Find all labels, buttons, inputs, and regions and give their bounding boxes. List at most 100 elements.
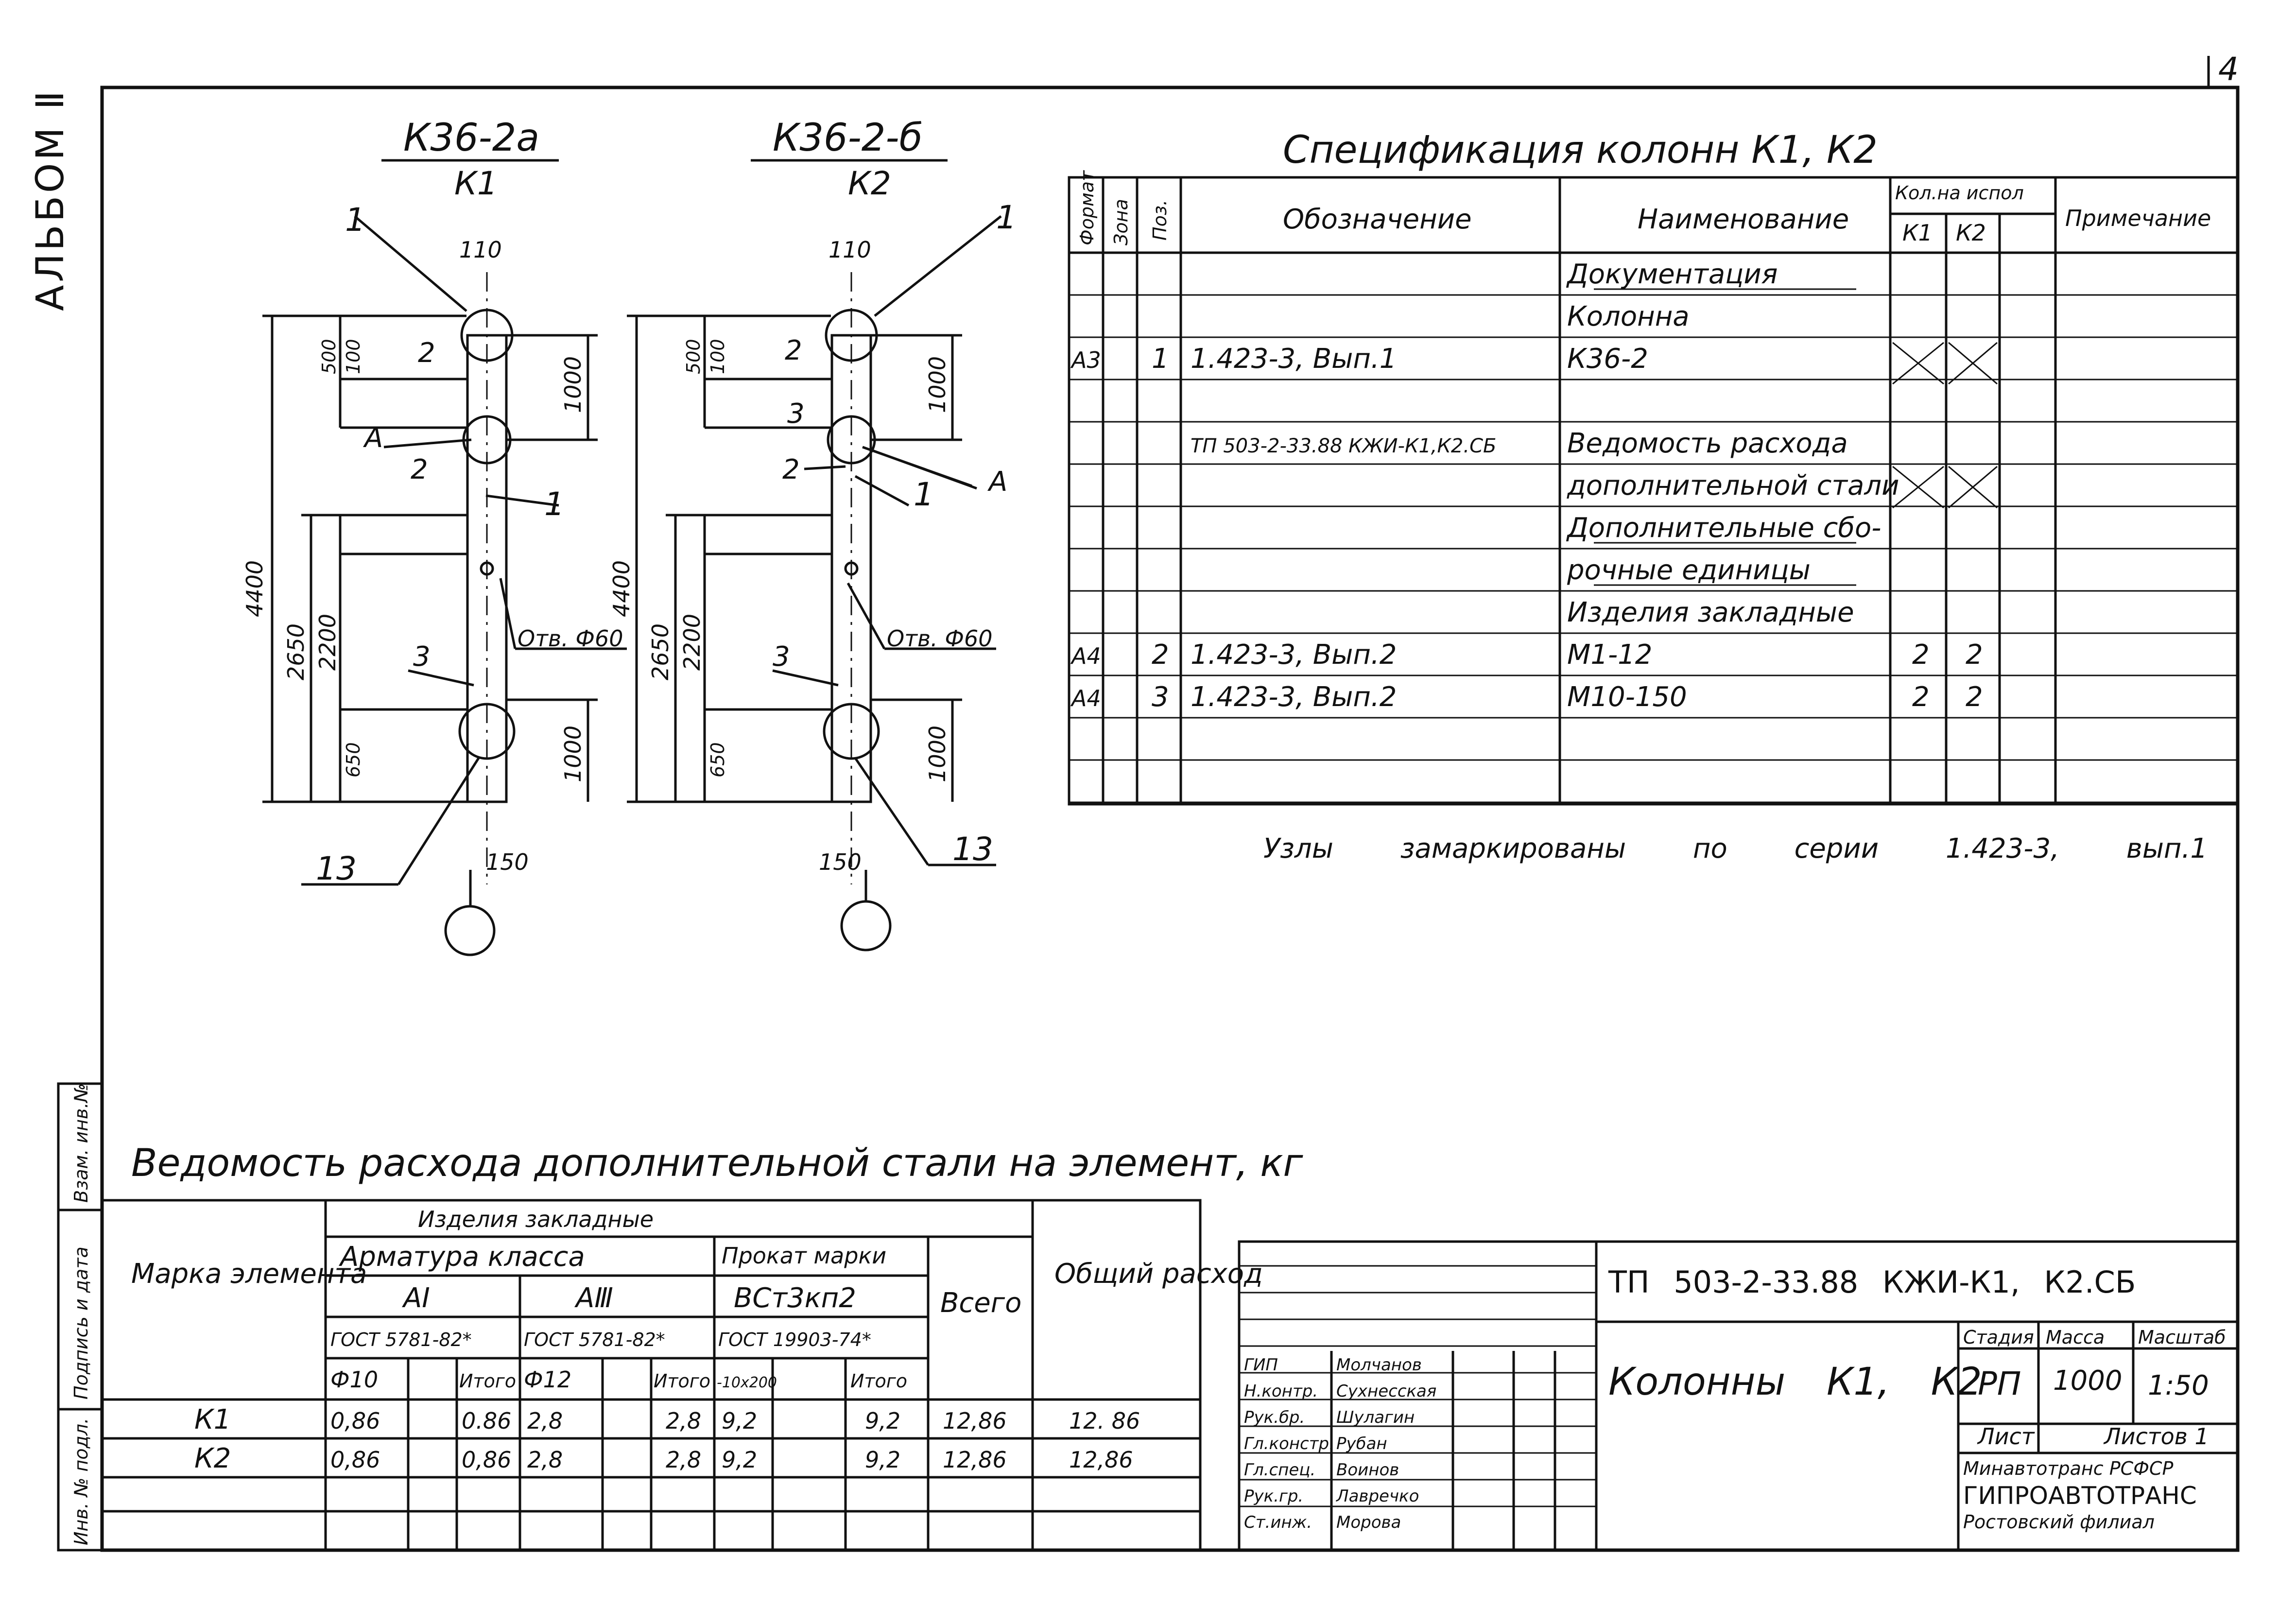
dim-4400-left: 4400 — [242, 560, 268, 617]
tb-org3: Ростовский филиал — [1963, 1511, 2155, 1533]
tb-person-role: Рук.гр. — [1244, 1486, 1303, 1506]
dim-2650-left: 2650 — [283, 623, 309, 680]
label-hole-left: Отв. Ф60 — [518, 625, 623, 652]
dim-2200-right: 2200 — [679, 614, 705, 671]
tb-person-name: Сухнесская — [1336, 1382, 1436, 1401]
dim-100-left: 100 — [343, 339, 364, 374]
label-a-right: A — [987, 466, 1007, 498]
tb-sheets-h: Листов 1 — [2103, 1423, 2209, 1450]
spec-cell-k2: 2 — [1966, 681, 1983, 713]
steel-cell-mark: К1 — [194, 1404, 231, 1435]
steel-cell-general: 12. 86 — [1069, 1408, 1140, 1434]
tb-person-role: Ст.инж. — [1244, 1513, 1312, 1532]
spec-h-qty: Кол.на испол — [1895, 182, 2024, 204]
tb-person-role: Н.контр. — [1244, 1382, 1318, 1401]
tb-person-role: Гл.спец. — [1244, 1460, 1315, 1480]
spec-h-designation: Обозначение — [1283, 204, 1472, 235]
label-2-right-mid: 2 — [782, 454, 800, 485]
spec-h-zone: Зона — [1110, 199, 1132, 245]
steel-cell-phi12: 2,8 — [527, 1447, 563, 1473]
spec-cell-k1: 2 — [1912, 681, 1930, 713]
steel-cell-rolled: 9,2 — [722, 1447, 757, 1473]
spec-cell-format: А4 — [1070, 685, 1101, 711]
page-number: 4 — [2218, 51, 2239, 88]
label-2-left-mid: 2 — [411, 454, 428, 485]
tb-person-role: Рук.бр. — [1244, 1408, 1305, 1427]
steel-cell-phi12: 2,8 — [527, 1408, 563, 1434]
spec-cross-marks — [1892, 342, 1998, 509]
dim-500-left: 500 — [318, 339, 340, 374]
label-3-left: 3 — [413, 641, 431, 673]
spec-cell-designation: 1.423-3, Вып.2 — [1191, 681, 1397, 713]
spec-h-k1: К1 — [1902, 220, 1933, 246]
column-drawing-k2: К36-2-б К2 — [627, 116, 1002, 951]
steel-h-sheet-size: -10х200 — [717, 1374, 777, 1391]
spec-h-name: Наименование — [1638, 204, 1849, 235]
dim-2200-left: 2200 — [314, 614, 341, 671]
label-1-left-mid: 1 — [544, 485, 565, 523]
steel-h-phi12: Ф12 — [524, 1366, 571, 1393]
spec-cell-designation: 1.423-3, Вып.1 — [1191, 343, 1397, 375]
dim-1000-right-bottom: 1000 — [924, 726, 950, 782]
title-block-code: ТП 503-2-33.88 КЖИ-К1, К2.СБ — [1608, 1264, 2136, 1300]
steel-cell-total1: 0.86 — [462, 1408, 511, 1434]
label-2-left-top: 2 — [418, 337, 435, 369]
tb-person-name: Молчанов — [1336, 1355, 1422, 1375]
dim-150-right: 150 — [819, 849, 862, 875]
steel-h-phi10: Ф10 — [330, 1366, 378, 1393]
spec-cell-name: М10-150 — [1567, 681, 1687, 713]
spec-cell-name: Ведомость расхода — [1567, 428, 1848, 459]
spec-cell-pos: 3 — [1152, 681, 1169, 713]
dim-150-left: 150 — [486, 849, 529, 875]
dim-110-right: 110 — [829, 237, 871, 263]
dim-110-left: 110 — [459, 237, 502, 263]
tb-person-name: Рубан — [1336, 1434, 1387, 1453]
steel-h-ai: AI — [402, 1282, 430, 1314]
side-stamp-c2: Подпись и дата — [70, 1246, 92, 1400]
steel-h-rebar: Арматура класса — [339, 1241, 585, 1273]
label-3-right-top: 3 — [787, 398, 805, 430]
steel-cell-mark: К2 — [194, 1443, 231, 1474]
tb-org1: Минавтотранс РСФСР — [1963, 1458, 2173, 1479]
spec-cell-name: Документация — [1566, 259, 1778, 290]
steel-h-rolled-grade: ВСт3кп2 — [734, 1282, 856, 1314]
steel-cell-general: 12,86 — [1069, 1447, 1133, 1473]
steel-cell-all: 12,86 — [943, 1408, 1007, 1434]
tb-stage-h: Стадия — [1963, 1327, 2034, 1348]
tb-person-role: Гл.констр. — [1244, 1434, 1334, 1453]
steel-h-rolled: Прокат марки — [722, 1243, 886, 1269]
spec-h-pos: Поз. — [1149, 200, 1171, 241]
drawing-mark-left: К36-2а — [403, 116, 539, 160]
side-stamp-c3: Инв. № подл. — [70, 1418, 92, 1545]
steel-cell-phi10: 0,86 — [330, 1447, 380, 1473]
spec-cell-name: Изделия закладные — [1567, 597, 1854, 628]
dim-650-right: 650 — [707, 742, 728, 778]
steel-table — [101, 1199, 1202, 1552]
tb-person-role: ГИП — [1244, 1355, 1278, 1375]
label-hole-right: Отв. Ф60 — [887, 625, 993, 652]
steel-h-gost1: ГОСТ 5781-82* — [330, 1329, 472, 1350]
spec-cell-pos: 1 — [1152, 343, 1169, 375]
steel-cell-total3: 9,2 — [865, 1447, 900, 1473]
steel-h-gost2: ГОСТ 5781-82* — [524, 1329, 665, 1350]
steel-cell-phi10: 0,86 — [330, 1408, 380, 1434]
dim-2650-right: 2650 — [647, 623, 673, 680]
drawing-sub-left: К1 — [454, 165, 498, 202]
steel-rows: К1 0,86 0.86 2,8 2,8 9,2 9,2 12,86 12. 86 К2 0,86 0… — [194, 1404, 1140, 1474]
steel-h-total2: Итого — [654, 1370, 710, 1392]
spec-title: Спецификация колонн К1, К2 — [1283, 128, 1878, 172]
steel-h-items: Изделия закладные — [418, 1206, 654, 1232]
dim-1000-left-bottom: 1000 — [560, 726, 586, 782]
steel-cell-total1: 0,86 — [462, 1447, 511, 1473]
dim-500-right: 500 — [683, 339, 704, 374]
tb-scale: 1:50 — [2148, 1370, 2209, 1401]
steel-cell-rolled: 9,2 — [722, 1408, 757, 1434]
spec-cell-name: дополнительной стали — [1567, 470, 1899, 501]
steel-cell-total3: 9,2 — [865, 1408, 900, 1434]
steel-h-all: Всего — [940, 1287, 1021, 1319]
tb-mass: 1000 — [2053, 1365, 2123, 1397]
steel-cell-all: 12,86 — [943, 1447, 1007, 1473]
label-a-left: A — [363, 422, 383, 454]
